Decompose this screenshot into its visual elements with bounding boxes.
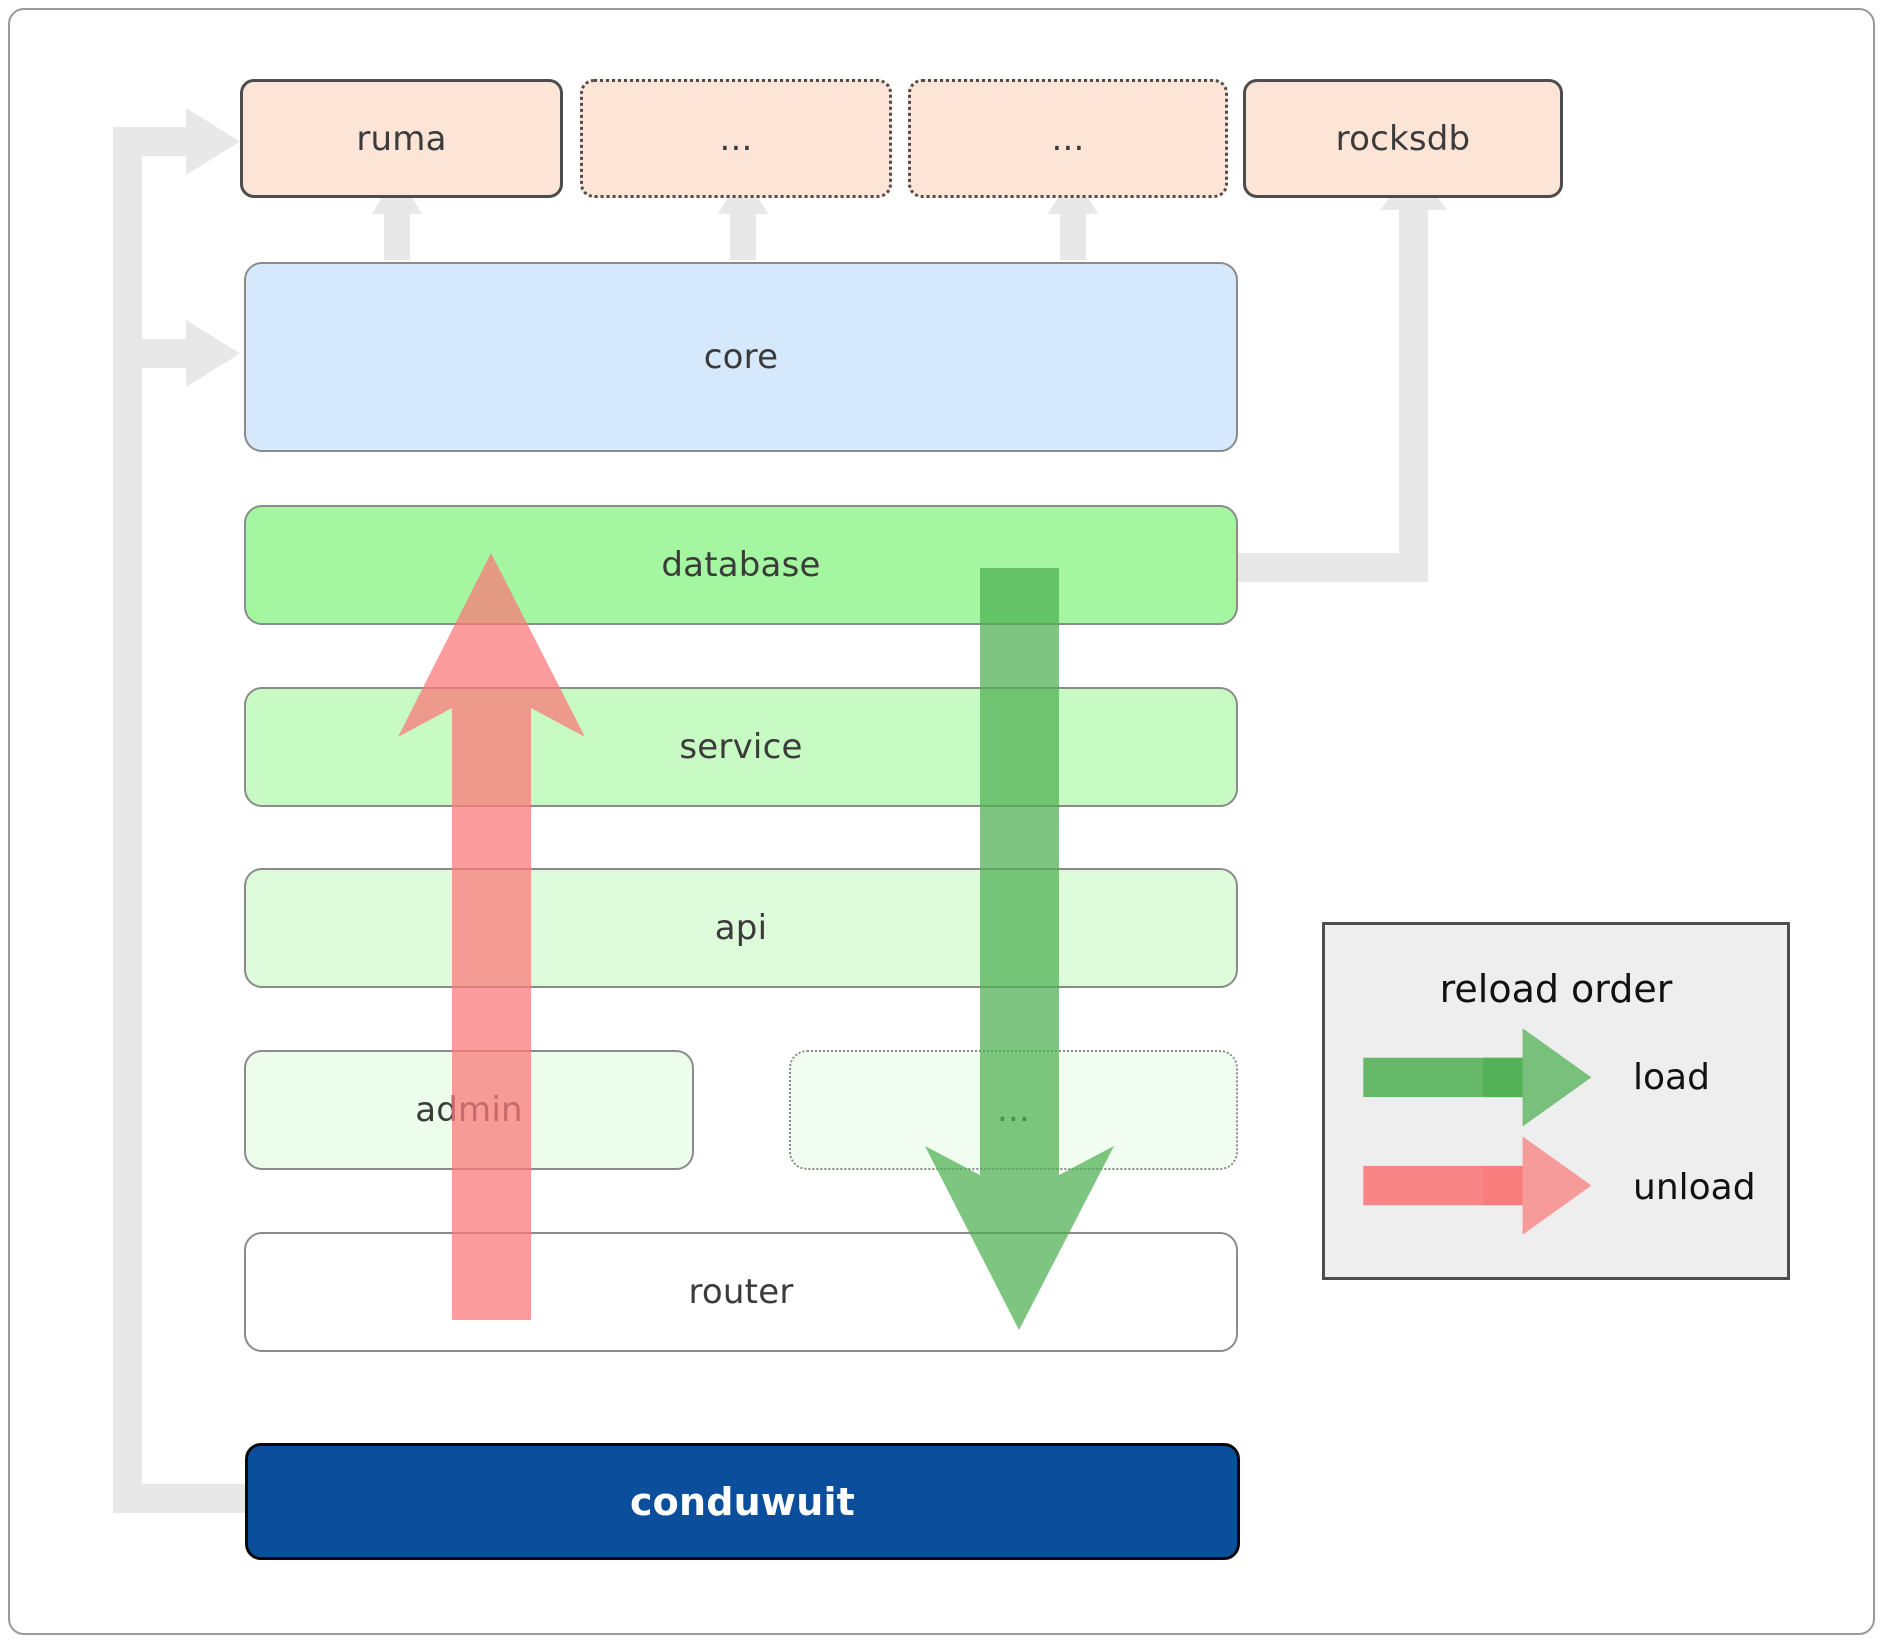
legend-swatch-unload [1363, 1136, 1592, 1235]
app-label: conduwuit [629, 1479, 856, 1524]
legend-label-unload: unload [1633, 1167, 1756, 1208]
crate-node-admin[interactable]: admin [244, 1050, 694, 1170]
legend-panel: reload order load unload [1322, 922, 1790, 1280]
crate-label: api [714, 908, 768, 948]
dependency-label: ... [719, 118, 753, 159]
dependency-label: ruma [356, 118, 447, 159]
diagram-frame [8, 8, 1875, 1635]
legend-label-load: load [1633, 1057, 1710, 1098]
crate-label: core [703, 337, 779, 377]
legend-title: reload order [1439, 967, 1673, 1011]
crate-node-ellipsis[interactable]: ... [789, 1050, 1238, 1170]
crate-label: service [679, 727, 803, 767]
dependency-node-ruma[interactable]: ruma [240, 79, 563, 198]
dependency-label: rocksdb [1335, 118, 1471, 159]
dependency-node-ellipsis-2[interactable]: ... [908, 79, 1228, 198]
crate-node-api[interactable]: api [244, 868, 1238, 988]
app-node-conduwuit[interactable]: conduwuit [245, 1443, 1240, 1560]
legend-swatch-load [1363, 1028, 1592, 1127]
dependency-node-ellipsis-1[interactable]: ... [580, 79, 892, 198]
legend-arrow-swatches [1363, 1028, 1592, 1235]
crate-node-database[interactable]: database [244, 505, 1238, 625]
dependency-node-rocksdb[interactable]: rocksdb [1243, 79, 1563, 198]
crate-label: ... [996, 1090, 1031, 1130]
crate-label: database [661, 545, 821, 585]
crate-node-core[interactable]: core [244, 262, 1238, 452]
crate-node-service[interactable]: service [244, 687, 1238, 807]
crate-node-router[interactable]: router [244, 1232, 1238, 1352]
dependency-label: ... [1051, 118, 1085, 159]
crate-label: router [688, 1272, 794, 1312]
crate-label: admin [415, 1090, 523, 1130]
